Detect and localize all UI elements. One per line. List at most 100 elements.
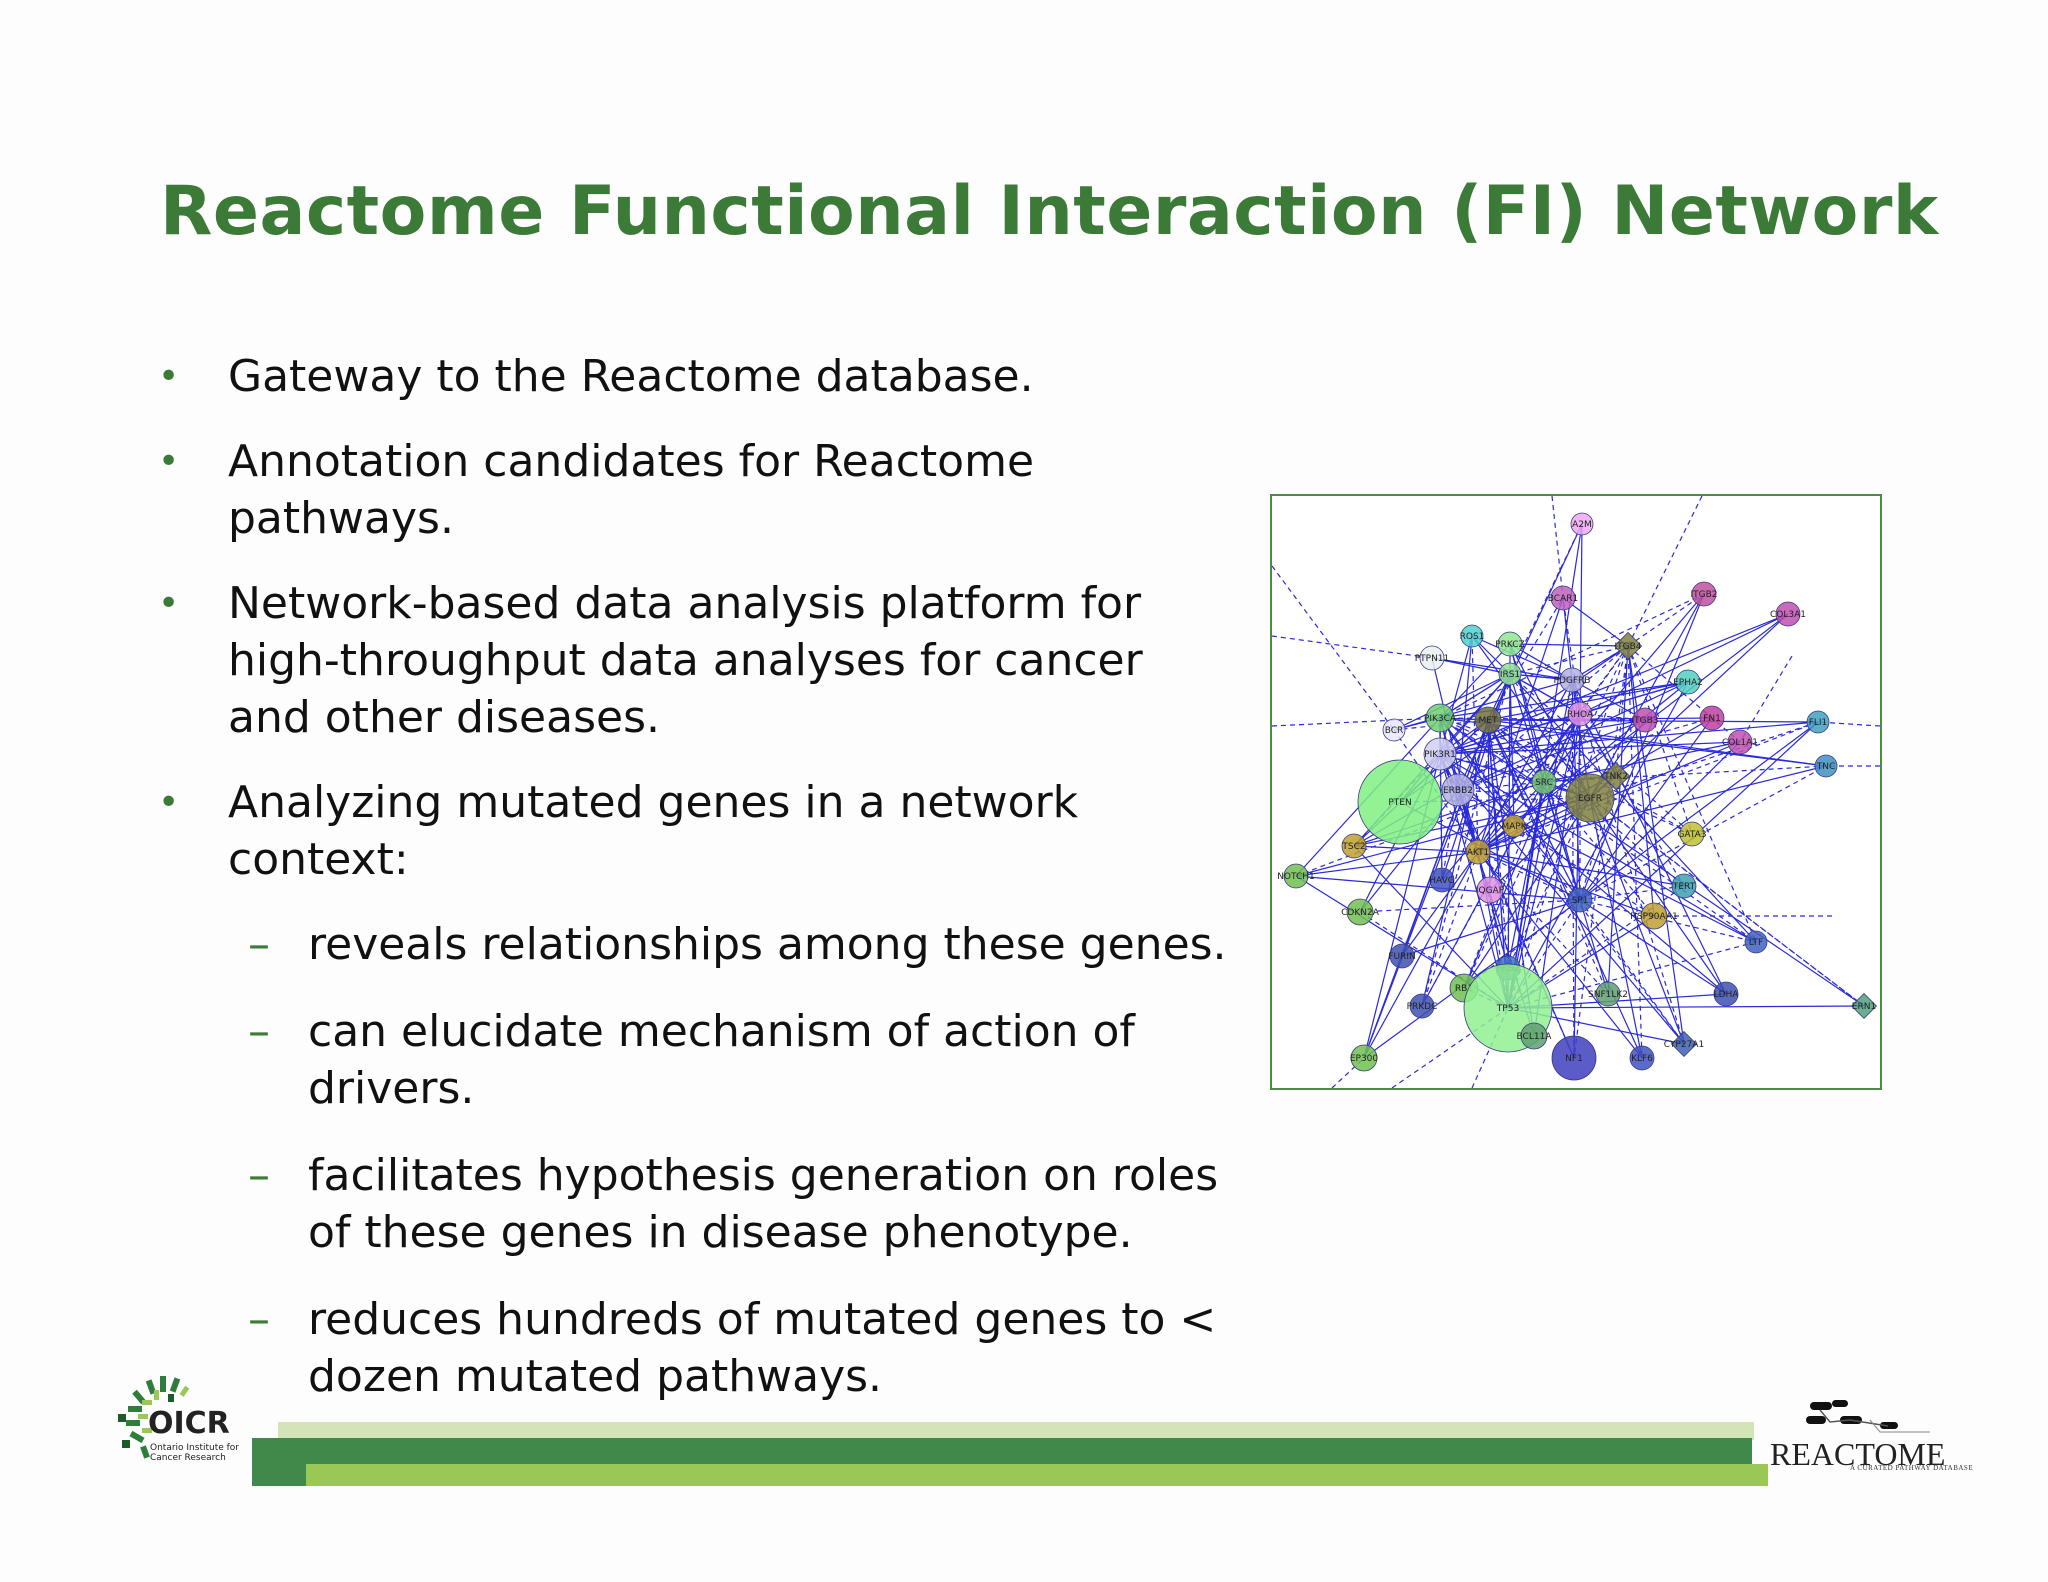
network-node: BCR [1382,718,1406,742]
network-node: IQGAP [1476,876,1505,904]
node-shape [1425,703,1455,733]
network-edge [1431,657,1511,675]
node-shape [1423,737,1457,771]
network-edge [1589,721,1819,799]
network-edge [1272,717,1441,727]
network-edge [1551,496,1564,599]
network-edge [1627,645,1741,743]
network-node: AKT1 [1465,839,1491,865]
node-shape [1595,981,1621,1007]
node-label: ITGB2 [1690,590,1717,600]
network-edge [1471,635,1573,681]
node-label: PRKDC [1407,1002,1438,1012]
network-edge [1457,681,1689,791]
network-edge [1509,673,1693,835]
node-shape [1465,839,1491,865]
network-node: PIK3R1 [1423,737,1457,771]
network-node: CYP27A1 [1664,1030,1704,1058]
network-node: BCL11A [1517,1022,1552,1050]
node-label: NF1 [1565,1054,1583,1064]
network-edge [1487,719,1865,1007]
network-node: FN1 [1699,705,1725,731]
network-edge [1363,673,1511,1059]
node-shape [1551,1035,1597,1081]
node-shape [1713,981,1739,1007]
network-edge [1441,713,1581,881]
network-node: LTF [1744,930,1768,954]
network-edge [1509,673,1515,827]
network-node: NF1 [1551,1035,1597,1081]
node-label: A2M [1572,520,1592,530]
network-edge [1477,613,1789,853]
network-edge [1579,721,1819,901]
node-shape [1357,759,1443,845]
network-edge [1487,681,1689,721]
network-edge [1359,789,1459,913]
network-edge [1441,789,1459,881]
node-label: EGFR [1578,794,1602,804]
bullet-item: • Analyzing mutated genes in a network c… [158,774,1238,888]
node-shape [1502,814,1526,838]
network-node: EPHA2 [1673,669,1703,695]
network-node: ERBB2 [1441,773,1475,807]
network-edge [1509,523,1583,675]
node-shape [1629,1045,1655,1071]
network-edge [1509,643,1629,647]
network-node: MET [1474,706,1502,734]
network-edge [1573,713,1581,1059]
bullet-list: • Gateway to the Reactome database. • An… [158,348,1238,1435]
node-shape [1409,993,1435,1019]
network-node: IRS1 [1498,662,1522,686]
network-edge [1509,645,1629,675]
node-label: AKT1 [1467,848,1490,858]
sub-bullet-text: facilitates hypothesis generation on rol… [308,1150,1219,1258]
network-edge [1439,717,1545,783]
network-edge [1439,635,1473,755]
node-label: TNC [1816,762,1836,772]
network-edge [1439,721,1819,755]
network-edge [1571,679,1727,995]
network-edge [1739,655,1793,743]
bullet-icon: • [158,356,180,397]
node-shape [1341,833,1367,859]
node-label: SNF1LK2 [1588,990,1628,1000]
network-edge [1573,645,1629,1059]
network-node: ITGB4 [1613,631,1643,661]
node-label: LDHA [1714,990,1740,1000]
node-shape [1632,707,1658,733]
network-edge [1579,899,1609,995]
node-label: KLF6 [1631,1054,1653,1064]
node-label: EPHA2 [1673,678,1703,688]
node-label: TP53 [1496,1004,1519,1014]
node-label: COL1A1 [1722,738,1758,748]
network-node: EGFR [1565,773,1615,823]
network-node: FURIN [1388,943,1416,969]
sub-bullet-item: – can elucidate mechanism of action of d… [158,1003,1238,1117]
network-edge [1457,717,1713,791]
network-node: TERT [1671,873,1697,899]
node-label: IRS1 [1500,670,1520,680]
network-edge [1507,645,1629,1009]
node-label: PIK3R1 [1424,750,1456,760]
sub-bullet-text: can elucidate mechanism of action of dri… [308,1006,1135,1114]
network-edge [1579,741,1741,901]
network-node: ITGB3 [1631,707,1659,733]
network-node: NOTCH1 [1277,863,1315,889]
bullet-text: Gateway to the Reactome database. [228,351,1034,402]
network-edge [1579,899,1727,995]
network-edge [1509,673,1581,715]
network-edge [1507,721,1819,1009]
bullet-text: Analyzing mutated genes in a network con… [228,777,1079,885]
node-label: PIK3CA [1424,714,1457,724]
node-shape [1775,601,1801,627]
dash-icon: – [248,1150,270,1201]
network-node: TNC [1814,754,1838,778]
network-node: HAVG [1429,867,1455,893]
node-shape [1476,876,1504,904]
network-edge [1589,797,1643,1059]
network-edge [1439,643,1511,719]
node-label: PRKCZ [1495,640,1525,650]
network-edge [1439,717,1865,1007]
network-edge [1295,797,1591,877]
bullet-icon: • [158,441,180,482]
